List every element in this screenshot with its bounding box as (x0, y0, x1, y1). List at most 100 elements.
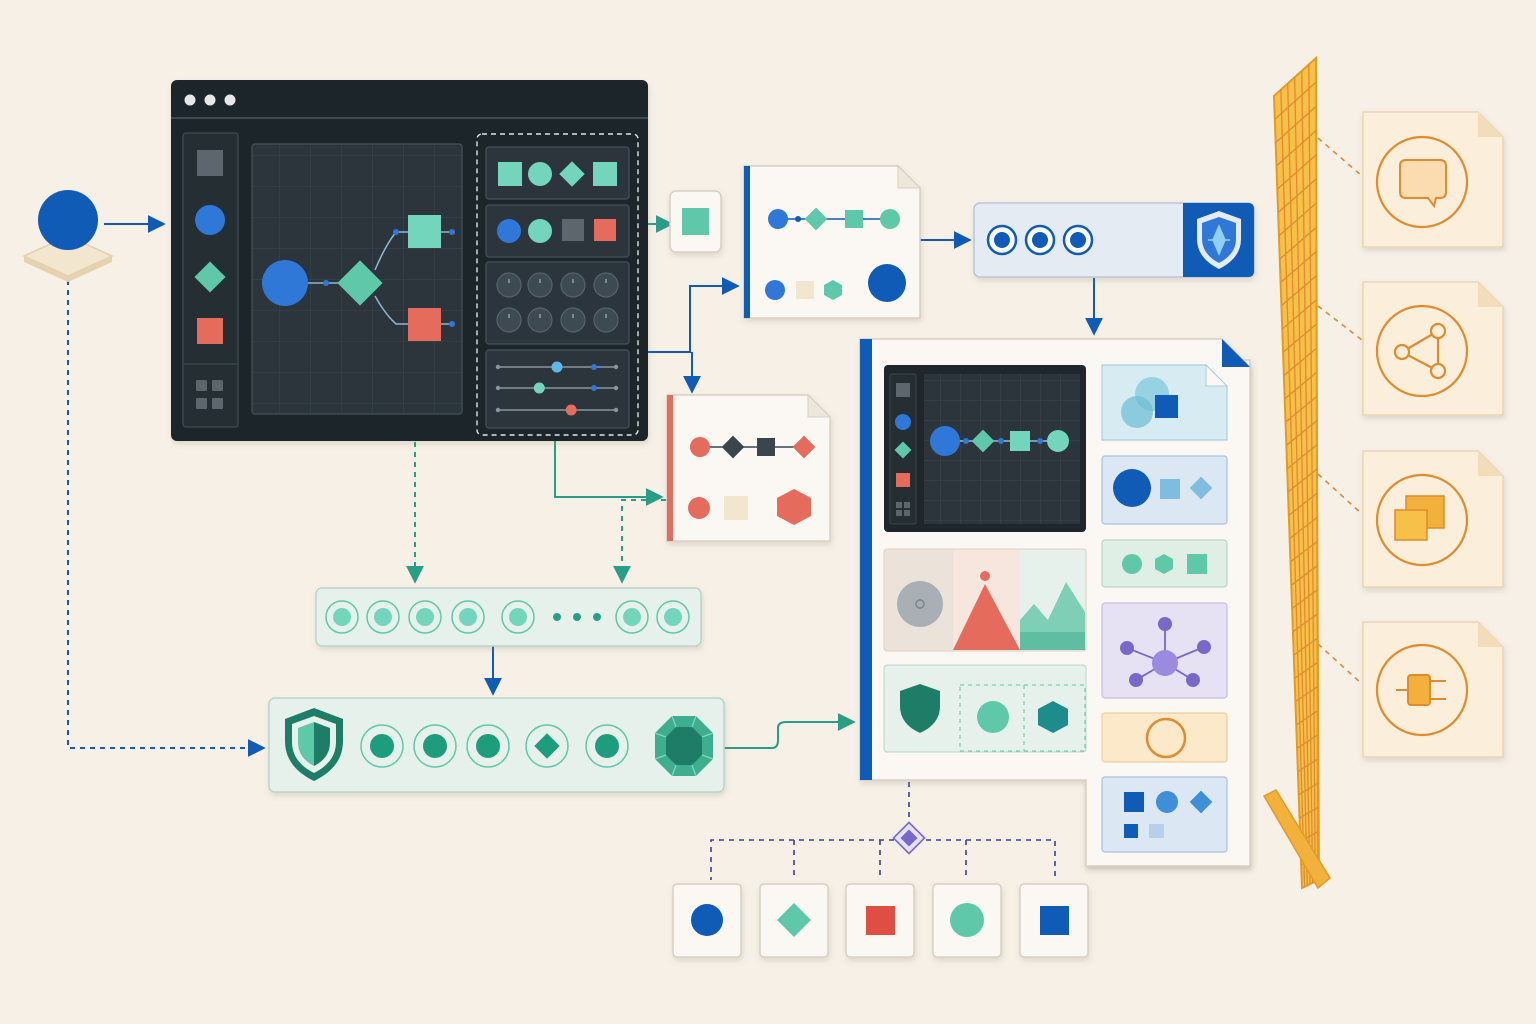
arrow-verified-bar-to-output-doc (724, 713, 856, 749)
knob-grid[interactable] (496, 272, 619, 333)
circle-tool-icon[interactable] (195, 205, 225, 235)
knob-icon[interactable] (527, 272, 553, 298)
token-icon (374, 608, 392, 626)
window-dot-3[interactable] (224, 94, 236, 106)
firewall-row (1285, 395, 1318, 423)
square-node-icon-coral[interactable] (408, 308, 441, 341)
diamond-node-icon (971, 429, 995, 453)
output-card-2[interactable] (759, 883, 829, 958)
flow-document-blue[interactable] (743, 164, 922, 319)
slider-end (495, 385, 501, 391)
circle-icon[interactable] (497, 219, 521, 243)
circle-icon (977, 701, 1009, 733)
mini-editor (884, 365, 1086, 532)
token-icon (333, 608, 351, 626)
circle-icon (868, 264, 906, 302)
square-icon[interactable] (562, 219, 584, 241)
window-dot-1[interactable] (184, 94, 196, 106)
network-tile[interactable] (1101, 602, 1228, 699)
square-icon[interactable] (593, 162, 617, 186)
circle-icon[interactable] (528, 162, 552, 186)
shield-core-left (298, 722, 314, 766)
diamond-tool-icon[interactable] (194, 261, 226, 293)
grid-tool-cell (904, 510, 910, 516)
doc-fold (1205, 363, 1229, 387)
layer-front (1394, 509, 1428, 541)
slider-thumb[interactable] (551, 361, 563, 373)
knob-icon[interactable] (560, 272, 586, 298)
shape-row-1[interactable] (498, 161, 617, 187)
window-controls[interactable] (184, 94, 236, 106)
mini-editor-port (1037, 438, 1043, 444)
shapes-tile-green[interactable] (1101, 539, 1228, 588)
diamond-tool-icon (894, 441, 912, 459)
knob-icon[interactable] (560, 307, 586, 333)
token-bar[interactable] (315, 587, 702, 647)
token-row (325, 600, 690, 634)
grid-tool-cell (896, 502, 902, 508)
knob-icon[interactable] (593, 272, 619, 298)
hexagon-icon (824, 280, 842, 300)
plugin-doc-plug[interactable] (1362, 621, 1504, 758)
green-square-tile[interactable] (669, 190, 722, 253)
firewall-row (1291, 589, 1318, 609)
plugin-docs (1362, 111, 1504, 758)
security-bar[interactable] (973, 202, 1255, 278)
circle-icon (880, 209, 900, 229)
editor-canvas[interactable] (251, 143, 463, 415)
shapes-tile-blue[interactable] (1101, 455, 1228, 525)
slider-thumb[interactable] (565, 404, 577, 416)
output-card-5[interactable] (1019, 883, 1089, 958)
knob-icon[interactable] (527, 307, 553, 333)
circle-outline-icon (1145, 717, 1187, 759)
flow-document-red[interactable] (666, 393, 832, 542)
plugin-doc-share[interactable] (1362, 281, 1504, 416)
source-node[interactable] (22, 190, 114, 282)
slider-end (495, 364, 501, 370)
firewall-row (1290, 565, 1318, 586)
circle-outline-tile[interactable] (1101, 712, 1228, 763)
knob-icon[interactable] (496, 272, 522, 298)
circle-node-icon (930, 426, 960, 456)
output-card-4[interactable] (932, 883, 1002, 958)
grid-tool-icon[interactable] (196, 380, 223, 409)
shapes-tile-navy[interactable] (1101, 776, 1228, 853)
blue-circle-source-icon (38, 190, 98, 250)
knob-icon[interactable] (496, 307, 522, 333)
plugin-doc-layers[interactable] (1362, 450, 1504, 588)
plugin-doc-chat[interactable] (1362, 111, 1504, 248)
circle-node-icon[interactable] (262, 260, 308, 306)
square-tool-icon[interactable] (197, 150, 223, 176)
window-dot-2[interactable] (204, 94, 216, 106)
decision-node[interactable] (892, 821, 926, 855)
square-icon[interactable] (594, 219, 616, 241)
shape-row-2-bg (485, 204, 630, 258)
editor-window[interactable] (171, 80, 648, 441)
hexagon-icon (1155, 554, 1173, 574)
square-node-icon[interactable] (408, 215, 441, 248)
disc-center (915, 599, 925, 609)
circle-icon (1156, 791, 1178, 813)
circle-icon[interactable] (528, 219, 552, 243)
knob-icon[interactable] (593, 307, 619, 333)
verified-bar[interactable] (268, 697, 725, 793)
verified-tokens (360, 724, 629, 768)
square-tool-icon (896, 383, 910, 397)
venn-tile[interactable] (1101, 363, 1229, 441)
square-icon (845, 210, 863, 228)
output-doc-fold (1222, 339, 1250, 367)
tool-palette (182, 132, 239, 428)
grid-tool-cell (196, 398, 207, 409)
slider-thumb[interactable] (533, 382, 545, 394)
firewall-row (1295, 686, 1318, 703)
diamond-icon[interactable] (559, 161, 585, 187)
shape-row-2[interactable] (497, 219, 616, 243)
square-icon[interactable] (498, 162, 522, 186)
square-tool-icon-coral[interactable] (197, 318, 223, 344)
output-document[interactable] (859, 338, 1251, 867)
target-icons (986, 224, 1094, 256)
output-card-1[interactable] (672, 883, 742, 958)
slider-group[interactable] (495, 361, 619, 416)
output-card-3[interactable] (845, 883, 915, 958)
